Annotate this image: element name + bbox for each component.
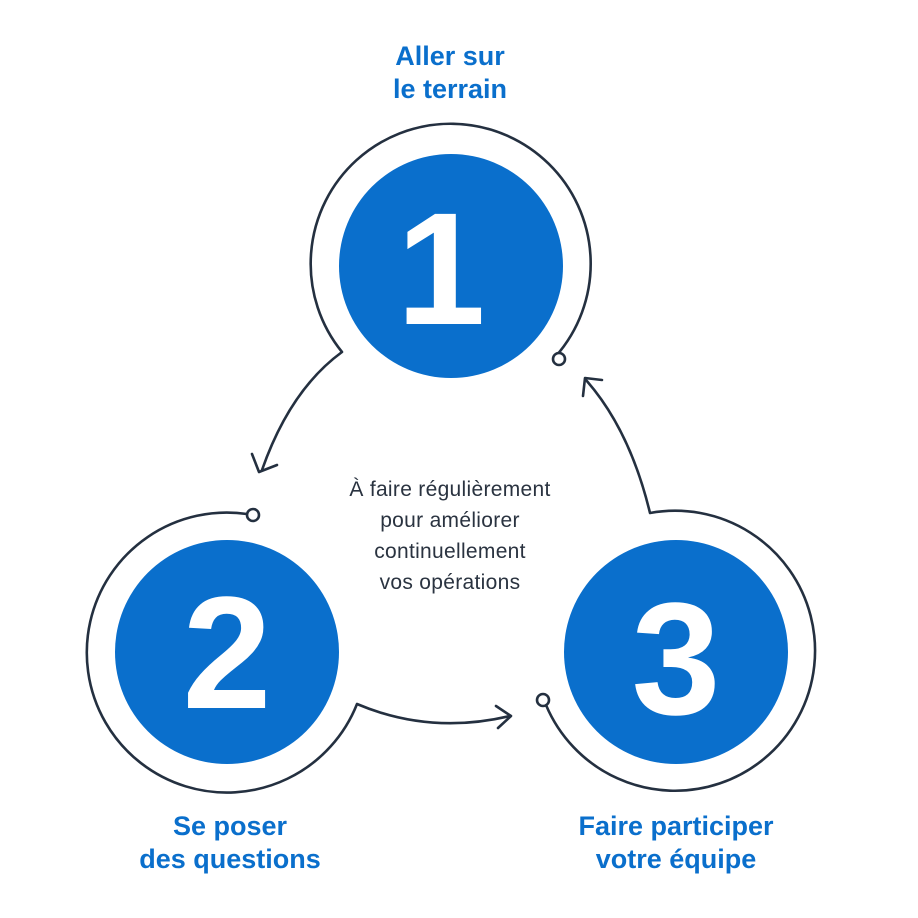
center-text-line: À faire régulièrement <box>349 478 551 501</box>
step-1-number: 1 <box>397 179 486 358</box>
center-text-line: vos opérations <box>379 571 521 594</box>
step-2-label-line2: des questions <box>139 844 321 874</box>
center-text-line: pour améliorer <box>380 509 520 532</box>
step-2-number: 2 <box>183 563 272 742</box>
step-1-connector-dot <box>551 351 567 367</box>
step-3-ring <box>544 378 817 793</box>
center-description: À faire régulièrement pour améliorer con… <box>300 474 600 598</box>
step-3-badge <box>564 540 788 764</box>
step-3-arrowhead <box>581 376 604 398</box>
step-2-connector-dot <box>245 507 261 523</box>
step-1-label-line1: Aller sur <box>395 41 505 71</box>
step-1-arrowhead <box>250 452 279 474</box>
step-3-number: 3 <box>632 569 721 748</box>
step-2-badge <box>115 540 339 764</box>
step-2-label-line1: Se poser <box>172 811 288 841</box>
step-1-label: Aller sur le terrain <box>300 40 600 106</box>
step-2-arrowhead <box>494 704 513 730</box>
step-3-label: Faire participer votre équipe <box>516 810 836 876</box>
step-1-ring <box>260 122 592 472</box>
center-text-line: continuellement <box>374 540 526 563</box>
step-2-label: Se poser des questions <box>70 810 390 876</box>
step-1-badge <box>339 154 563 378</box>
step-3-label-line1: Faire participer <box>578 811 774 841</box>
step-3-connector-dot <box>535 692 551 708</box>
step-3-label-line2: votre équipe <box>595 844 757 874</box>
step-2-ring <box>85 511 512 794</box>
step-1-label-line2: le terrain <box>392 74 508 104</box>
